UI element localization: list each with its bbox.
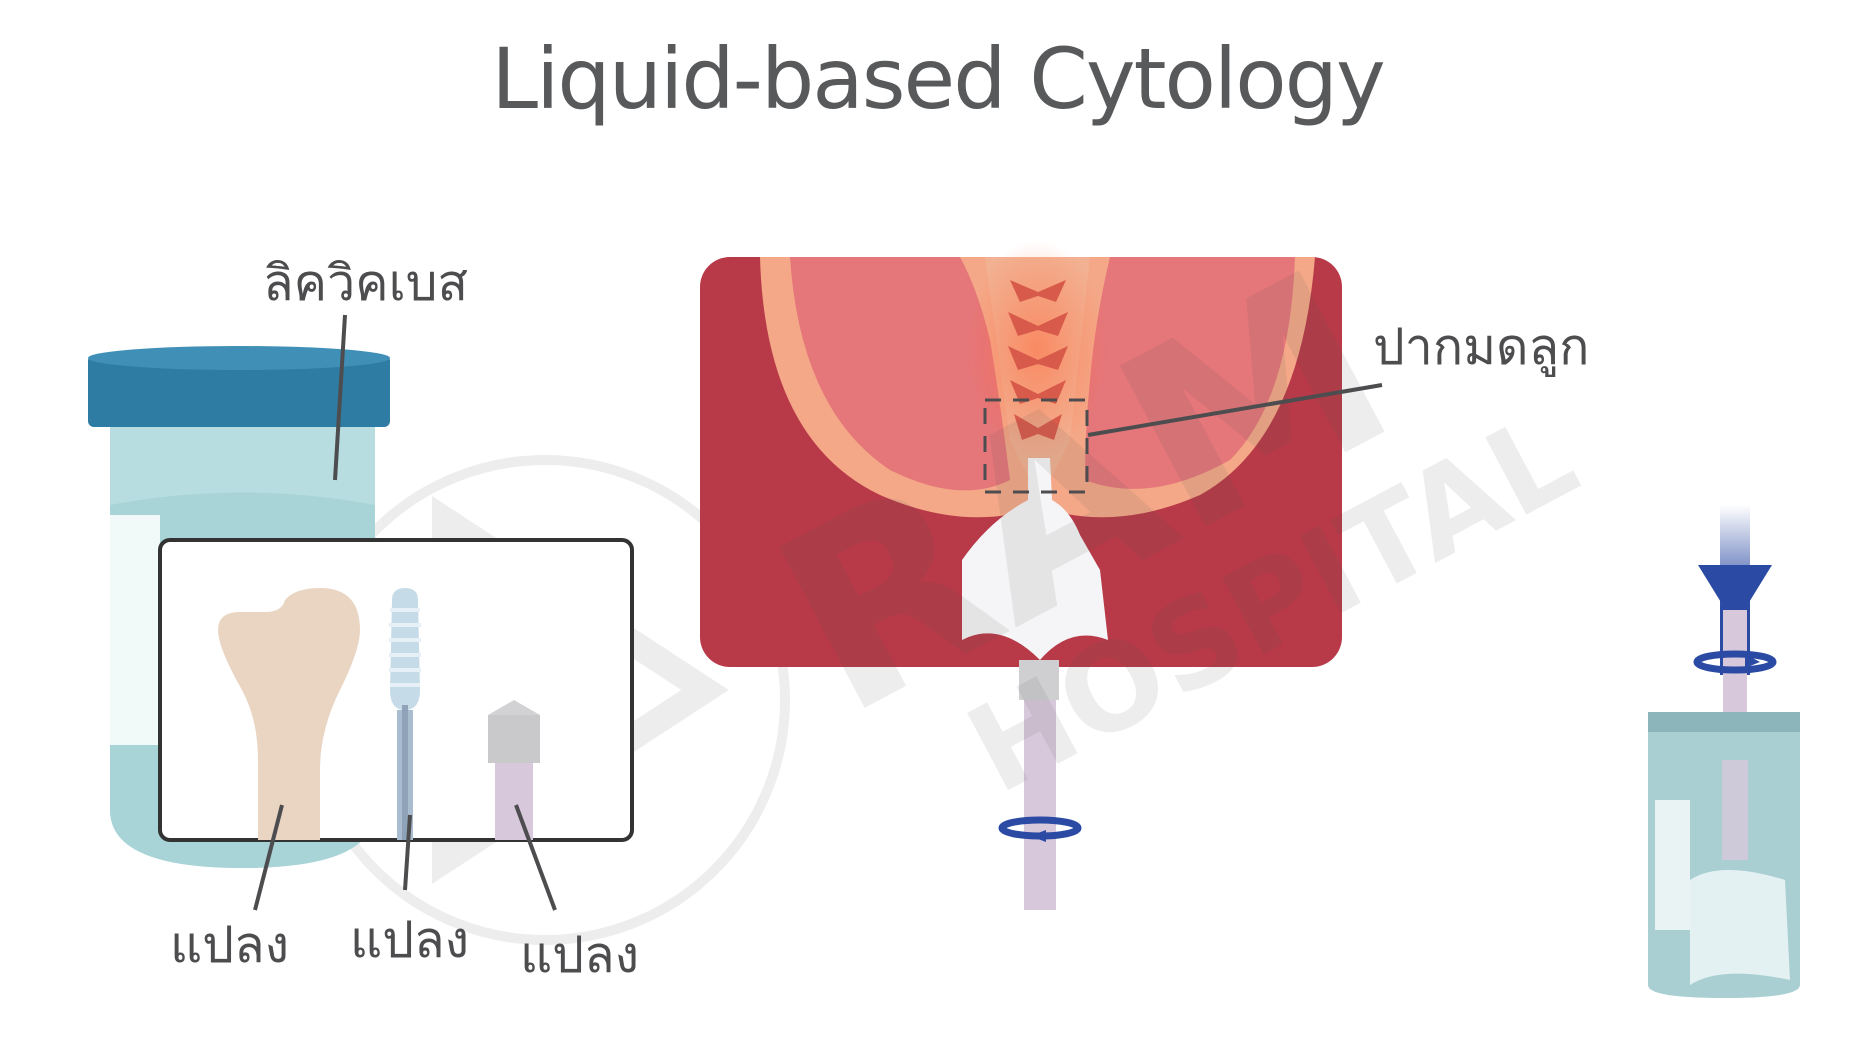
brush-inset-panel	[158, 538, 634, 842]
rotation-arrow-right	[1693, 650, 1777, 674]
label-broom: แปลง	[520, 926, 640, 984]
inserted-brush-handle	[998, 660, 1082, 910]
broom-brush	[488, 700, 540, 840]
label-liquid-base: ลิควิคเบส	[263, 254, 468, 312]
collection-vial	[1648, 505, 1800, 998]
page-title: Liquid-based Cytology	[491, 30, 1385, 128]
label-cervix: ปากมดลูก	[1373, 318, 1590, 376]
uterus-diagram	[700, 240, 1342, 667]
down-arrow-icon	[1698, 565, 1772, 625]
leader-lines	[253, 314, 1383, 911]
spatula-brush	[218, 588, 360, 840]
rotation-arrow-center	[998, 816, 1082, 842]
label-spatula: แปลง	[170, 916, 290, 974]
label-cytobrush: แปลง	[350, 911, 470, 969]
cytobrush	[389, 588, 421, 840]
